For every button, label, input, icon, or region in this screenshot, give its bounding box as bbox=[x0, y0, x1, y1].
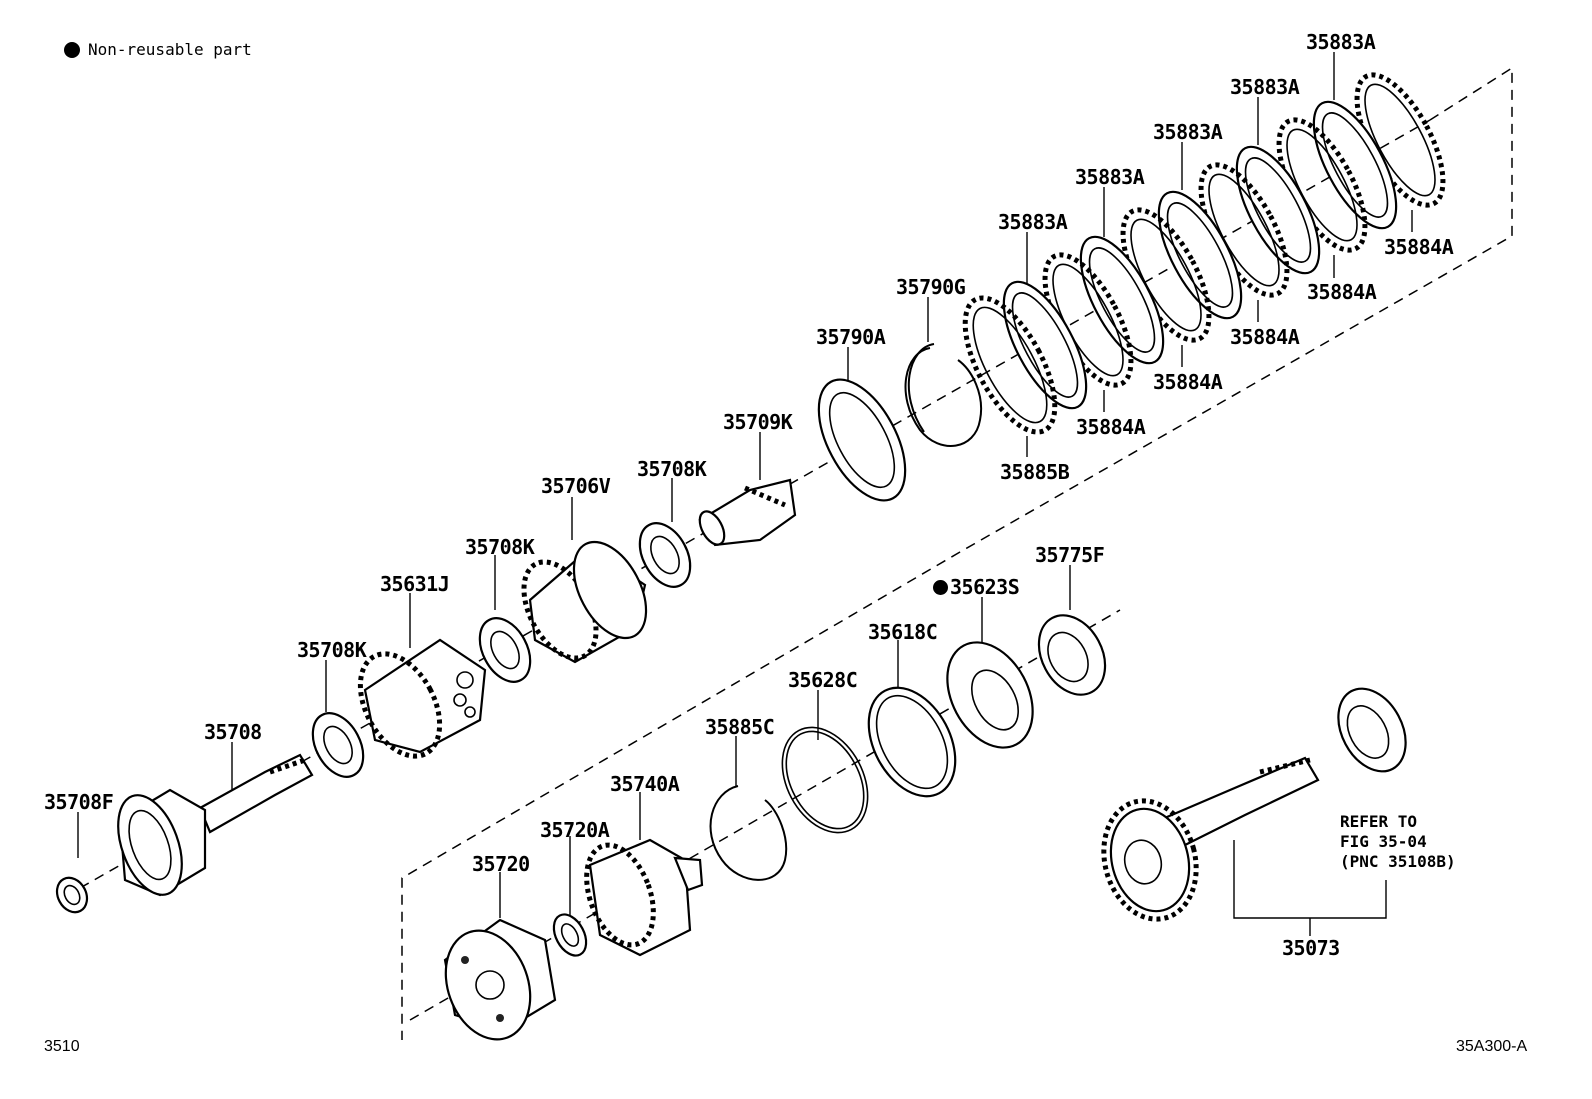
callout-35885b[interactable]: 35885B bbox=[1000, 460, 1070, 484]
callout-35884a-3[interactable]: 35884A bbox=[1230, 325, 1300, 349]
thrust-bearing-35720a-shape bbox=[552, 913, 588, 957]
callout-35708k-1[interactable]: 35708K bbox=[637, 457, 707, 481]
legend-text: Non-reusable part bbox=[88, 40, 252, 59]
retainer-plate-35790a-shape bbox=[817, 378, 907, 502]
boundary-lower-left bbox=[401, 551, 961, 1040]
callout-35883a-2[interactable]: 35883A bbox=[1230, 75, 1300, 99]
callout-35883a-4[interactable]: 35883A bbox=[1075, 165, 1145, 189]
callout-35790g[interactable]: 35790G bbox=[896, 275, 966, 299]
legend: Non-reusable part bbox=[64, 40, 252, 59]
callout-35073[interactable]: 35073 bbox=[1282, 936, 1340, 960]
callout-35618c[interactable]: 35618C bbox=[868, 620, 938, 644]
thrust-washer-shapes bbox=[311, 522, 692, 778]
callout-35708k-2[interactable]: 35708K bbox=[465, 535, 535, 559]
ring-35618c-shape bbox=[867, 686, 957, 798]
snap-ring-35885c-shape bbox=[709, 785, 788, 881]
planetary-carrier-35720-shape bbox=[443, 918, 557, 1041]
callout-35790a[interactable]: 35790A bbox=[816, 325, 886, 349]
clutch-drum-35706v-shape bbox=[521, 540, 648, 664]
clutch-plate-stack bbox=[962, 72, 1446, 435]
hub-shaft-35709k-shape bbox=[698, 478, 797, 547]
bearing-reference-shape bbox=[1337, 687, 1407, 773]
callout-35708[interactable]: 35708 bbox=[204, 720, 262, 744]
callout-35631j[interactable]: 35631J bbox=[380, 572, 450, 596]
leader-lines bbox=[77, 52, 1413, 936]
footer-page-code: 3510 bbox=[44, 1038, 80, 1055]
callout-35720a[interactable]: 35720A bbox=[540, 818, 610, 842]
callout-35884a-1[interactable]: 35884A bbox=[1384, 235, 1454, 259]
non-reusable-bullet-icon bbox=[933, 580, 948, 595]
callout-35628c[interactable]: 35628C bbox=[788, 668, 858, 692]
callout-35883a-5[interactable]: 35883A bbox=[998, 210, 1068, 234]
callout-35708f[interactable]: 35708F bbox=[44, 790, 114, 814]
input-shaft-35708-shape bbox=[198, 753, 314, 834]
reference-note: REFER TO FIG 35-04 (PNC 35108B) bbox=[1340, 812, 1456, 871]
ring-gear-35740a-shape bbox=[584, 838, 704, 957]
non-reusable-bullet-icon bbox=[64, 41, 80, 58]
callout-35885c[interactable]: 35885C bbox=[705, 715, 775, 739]
callout-35883a-1[interactable]: 35883A bbox=[1306, 30, 1376, 54]
carrier-35708f-shape bbox=[55, 788, 207, 914]
sun-gear-drum-35631j-shape bbox=[357, 638, 487, 759]
callout-35883a-3[interactable]: 35883A bbox=[1153, 120, 1223, 144]
output-shaft-35073-shape bbox=[1101, 756, 1320, 922]
callout-35709k[interactable]: 35709K bbox=[723, 410, 793, 434]
oil-seal-35623s-shape bbox=[946, 641, 1034, 749]
callout-35706v[interactable]: 35706V bbox=[541, 474, 611, 498]
callout-35708k-3[interactable]: 35708K bbox=[297, 638, 367, 662]
callout-35623s[interactable]: 35623S bbox=[933, 575, 1020, 599]
bearing-35775f-shape bbox=[1037, 614, 1107, 696]
callout-35623s-label: 35623S bbox=[950, 575, 1020, 599]
axis-line-upper-extension bbox=[959, 66, 1513, 553]
callout-35884a-4[interactable]: 35884A bbox=[1153, 370, 1223, 394]
callout-35884a-2[interactable]: 35884A bbox=[1307, 280, 1377, 304]
callout-35720[interactable]: 35720 bbox=[472, 852, 530, 876]
callout-35884a-5[interactable]: 35884A bbox=[1076, 415, 1146, 439]
snap-ring-35790g-shape bbox=[904, 347, 983, 447]
callout-35775f[interactable]: 35775F bbox=[1035, 543, 1105, 567]
callout-35740a[interactable]: 35740A bbox=[610, 772, 680, 796]
footer-figure-code: 35A300-A bbox=[1456, 1038, 1528, 1055]
ring-35628c-shape bbox=[781, 726, 869, 834]
